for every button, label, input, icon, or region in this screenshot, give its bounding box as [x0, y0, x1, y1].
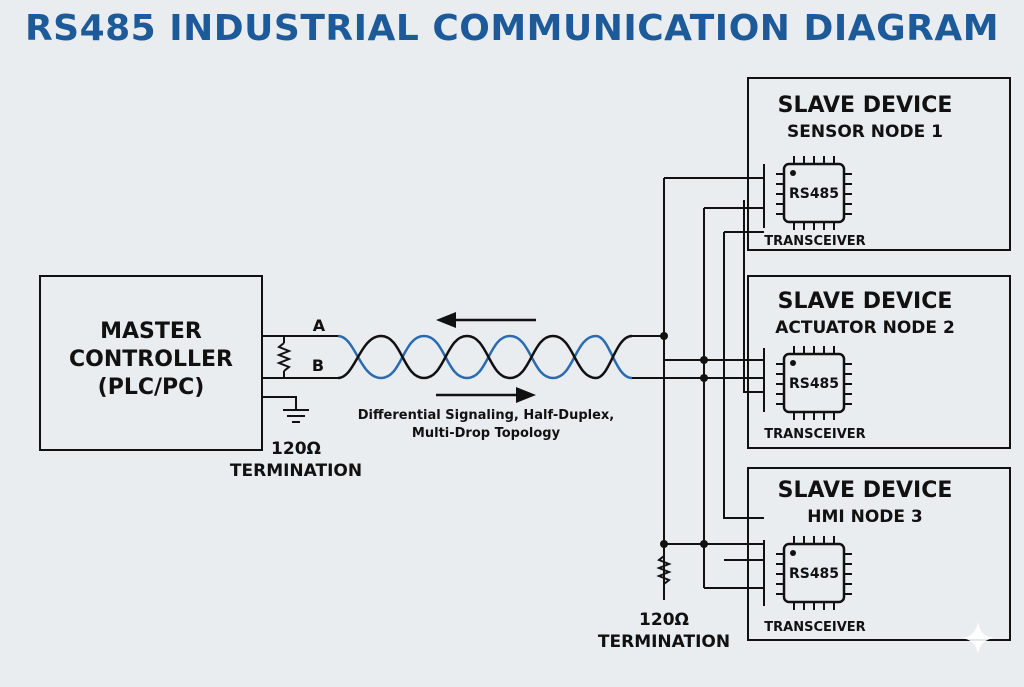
master-controller-box [39, 275, 263, 451]
caption-line2: Multi-Drop Topology [412, 426, 561, 441]
master-wiring [262, 335, 338, 423]
caption-line1: Differential Signaling, Half-Duplex, [358, 408, 614, 423]
slave-box-2 [747, 275, 1011, 449]
slave-2-transceiver-label: TRANSCEIVER [764, 427, 865, 442]
slave-2-chip-label: RS485 [789, 376, 839, 392]
slave-2-subtitle: ACTUATOR NODE 2 [775, 318, 955, 338]
slave-2-title: SLAVE DEVICE [778, 289, 953, 314]
slave-box-1 [747, 77, 1011, 251]
bus-wiring [656, 177, 764, 600]
arrow-right-icon [436, 387, 536, 403]
chip-icon [763, 536, 852, 610]
line-a-label: A [313, 316, 326, 335]
termination-right-label: TERMINATION [598, 632, 730, 652]
slave-3-subtitle: HMI NODE 3 [807, 507, 923, 527]
slave-3-chip-label: RS485 [789, 566, 839, 582]
master-label-line1: MASTER [100, 319, 202, 344]
slave-1-subtitle: SENSOR NODE 1 [787, 122, 943, 142]
master-label-line3: (PLC/PC) [98, 375, 205, 400]
bus-junctions [660, 332, 708, 548]
termination-left-label: TERMINATION [230, 461, 362, 481]
termination-left-value: 120Ω [271, 439, 321, 459]
master-label-line2: CONTROLLER [69, 347, 233, 372]
slave-box-3 [747, 467, 1011, 641]
slave-3-title: SLAVE DEVICE [778, 478, 953, 503]
sparkle-icon [962, 622, 994, 654]
slave-3-transceiver-label: TRANSCEIVER [764, 620, 865, 635]
chip-icon [763, 156, 852, 230]
resistor-icon [656, 555, 672, 585]
line-b-label: B [312, 356, 324, 375]
diagram-title: RS485 INDUSTRIAL COMMUNICATION DIAGRAM [24, 8, 1000, 49]
chip-icon [763, 346, 852, 420]
termination-right-value: 120Ω [639, 610, 689, 630]
slave-1-chip-label: RS485 [789, 186, 839, 202]
resistor-icon [276, 342, 292, 372]
slave-1-transceiver-label: TRANSCEIVER [764, 234, 865, 249]
slave-1-title: SLAVE DEVICE [778, 93, 953, 118]
twisted-pair-cable [337, 334, 633, 380]
arrow-left-icon [436, 312, 536, 328]
